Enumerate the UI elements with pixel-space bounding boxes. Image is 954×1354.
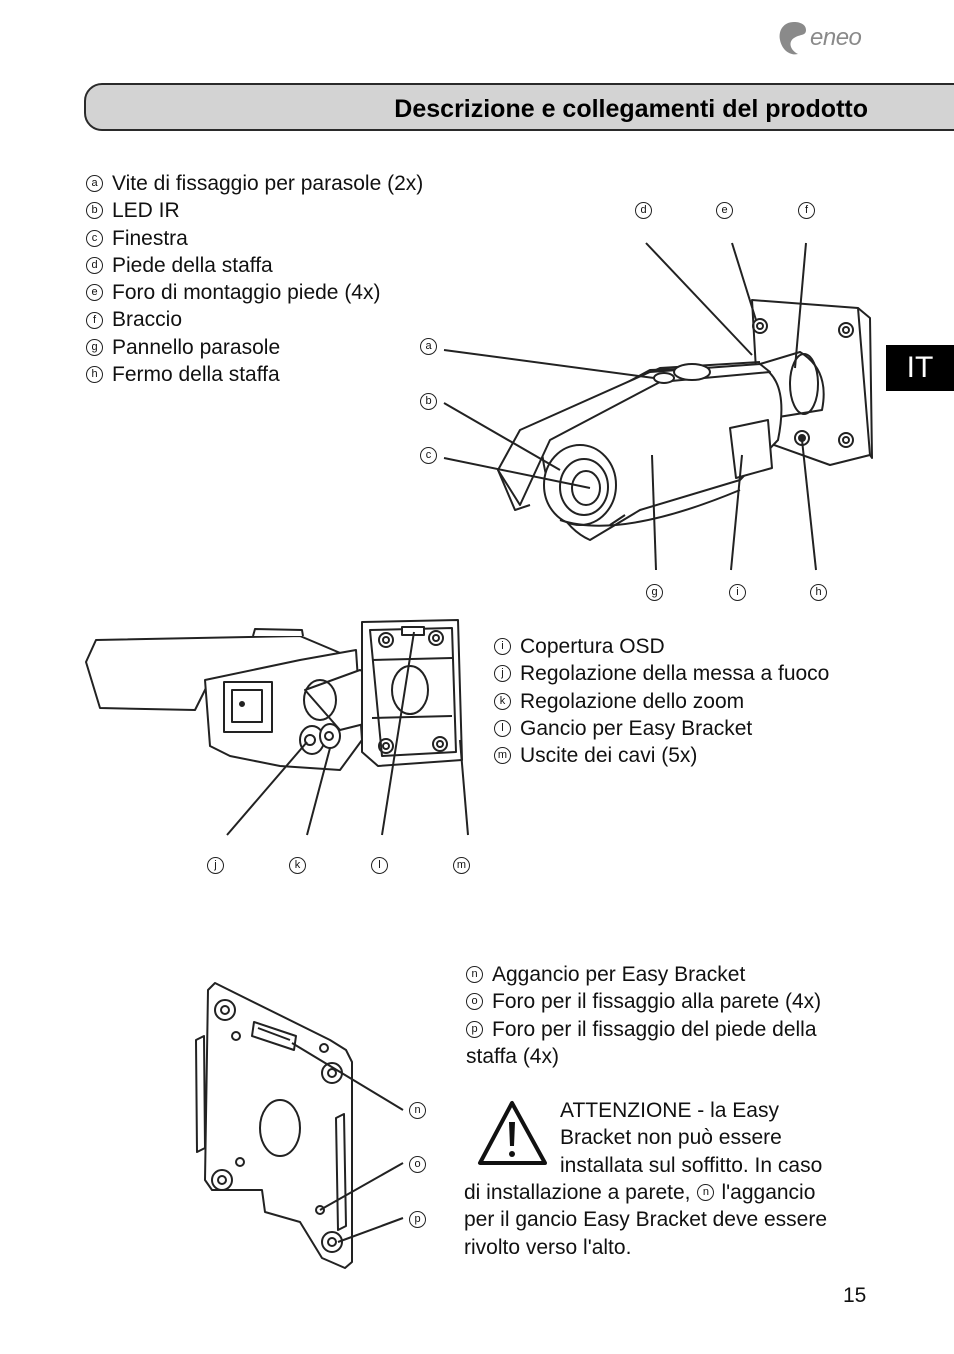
legend-marker: o: [466, 993, 483, 1011]
language-tab: IT: [886, 345, 954, 391]
callout-p: p: [409, 1211, 426, 1228]
legend-label: Fermo della staffa: [112, 363, 280, 387]
legend-item: o Foro per il fissaggio alla parete (4x): [466, 988, 821, 1015]
callout-b: b: [420, 393, 437, 410]
legend-marker: n: [466, 966, 483, 984]
page-title: Descrizione e collegamenti del prodotto: [394, 95, 868, 123]
legend-label: Uscite dei cavi (5x): [520, 744, 698, 768]
legend-label: Pannello parasole: [112, 335, 281, 359]
legend-item: d Piede della staffa: [86, 252, 423, 279]
brand-logo: eneo: [776, 20, 886, 58]
callout-h: h: [810, 584, 827, 601]
legend-item-continuation: staffa (4x): [466, 1043, 821, 1070]
legend-label: Regolazione dello zoom: [520, 689, 745, 713]
legend-item: e Foro di montaggio piede (4x): [86, 279, 423, 306]
legend-marker: h: [86, 366, 103, 384]
easy-bracket-illustration: [195, 982, 404, 1269]
legend-item: n Aggancio per Easy Bracket: [466, 961, 821, 988]
warning-line: rivolto verso l'alto.: [464, 1235, 632, 1259]
warning-marker: n: [697, 1184, 715, 1202]
callout-k: k: [289, 857, 306, 874]
legend-marker: d: [86, 257, 103, 275]
legend-marker: l: [494, 720, 511, 738]
legend-item: b LED IR: [86, 197, 423, 224]
legend-item: c Finestra: [86, 225, 423, 252]
legend-label: Braccio: [112, 308, 183, 332]
warning-line-part: di installazione a parete,: [464, 1181, 691, 1204]
callout-m: m: [453, 857, 470, 874]
legend-item: k Regolazione dello zoom: [494, 688, 829, 715]
legend-label: Foro per il fissaggio del piede della: [492, 1017, 817, 1041]
legend-item: i Copertura OSD: [494, 633, 829, 660]
warning-line: installata sul soffitto. In caso: [560, 1153, 823, 1177]
legend-marker: a: [86, 175, 103, 193]
legend-item: a Vite di fissaggio per parasole (2x): [86, 170, 423, 197]
callout-g: g: [646, 584, 663, 601]
callout-d: d: [635, 202, 652, 219]
warning-line: ATTENZIONE - la Easy: [560, 1099, 779, 1122]
warning-text-bottom: di installazione a parete, n l'aggancio …: [464, 1179, 827, 1261]
warning-line: per il gancio Easy Bracket deve essere: [464, 1208, 828, 1232]
warning-line-part: l'aggancio: [721, 1181, 816, 1204]
legend-marker: k: [494, 692, 511, 710]
callout-i: i: [729, 584, 746, 601]
legend-label: Vite di fissaggio per parasole (2x): [112, 172, 424, 195]
legend-label: LED IR: [112, 199, 180, 223]
legend-marker: i: [494, 638, 511, 656]
warning-icon: [478, 1101, 547, 1165]
camera-rear-illustration: [85, 619, 469, 836]
legend-label: staffa (4x): [466, 1044, 559, 1068]
legend-marker: p: [466, 1020, 483, 1038]
callout-c: c: [420, 447, 437, 464]
legend-item: m Uscite dei cavi (5x): [494, 742, 829, 769]
legend-marker: f: [86, 311, 103, 329]
legend-item: j Regolazione della messa a fuoco: [494, 660, 829, 687]
brand-name: eneo: [810, 24, 862, 51]
legend-rear-parts: i Copertura OSD j Regolazione della messa …: [494, 633, 829, 769]
camera-side-illustration: [443, 242, 873, 571]
legend-item: h Fermo della staffa: [86, 361, 423, 388]
legend-marker: e: [86, 284, 103, 302]
callout-f: f: [798, 202, 815, 219]
legend-label: Copertura OSD: [520, 635, 665, 658]
legend-label: Foro di montaggio piede (4x): [112, 281, 381, 305]
legend-marker: b: [86, 202, 103, 220]
legend-label: Aggancio per Easy Bracket: [492, 963, 746, 986]
eneo-logo-icon: [779, 22, 806, 55]
legend-item: p Foro per il fissaggio del piede della: [466, 1016, 821, 1043]
callout-l: l: [371, 857, 388, 874]
callout-o: o: [409, 1156, 426, 1173]
section-header: Descrizione e collegamenti del prodotto: [84, 83, 954, 131]
callout-e: e: [716, 202, 733, 219]
legend-label: Piede della staffa: [112, 253, 273, 277]
callout-n: n: [409, 1102, 426, 1119]
legend-camera-parts: a Vite di fissaggio per parasole (2x) b LE…: [86, 170, 423, 388]
legend-marker: c: [86, 229, 103, 247]
legend-marker: j: [494, 665, 511, 683]
legend-label: Gancio per Easy Bracket: [520, 716, 753, 740]
warning-text-top: ATTENZIONE - la Easy Bracket non può ess…: [560, 1097, 822, 1179]
warning-line: Bracket non può essere: [560, 1126, 782, 1150]
warning-line: di installazione a parete, n l'aggancio: [464, 1179, 827, 1206]
legend-label: Regolazione della messa a fuoco: [520, 662, 830, 686]
page-number: 15: [843, 1284, 867, 1307]
legend-marker: g: [86, 338, 103, 356]
legend-item: f Braccio: [86, 306, 423, 333]
legend-label: Foro per il fissaggio alla parete (4x): [492, 990, 822, 1014]
callout-a: a: [420, 338, 437, 355]
legend-item: g Pannello parasole: [86, 334, 423, 361]
legend-marker: m: [494, 747, 511, 765]
callout-j: j: [207, 857, 224, 874]
legend-label: Finestra: [112, 226, 188, 250]
legend-item: l Gancio per Easy Bracket: [494, 715, 829, 742]
